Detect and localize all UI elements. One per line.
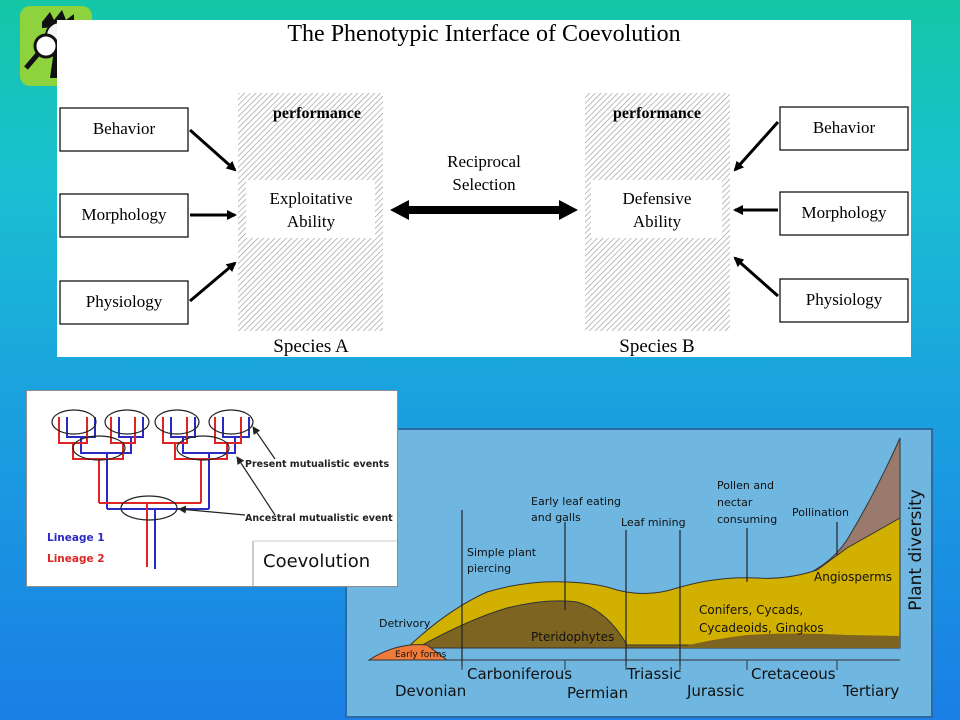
species-b-label: Species B — [619, 336, 694, 357]
label-pteridophytes: Pteridophytes — [531, 630, 614, 644]
plant-diversity-diagram: Simple plant piercing Early leaf eating … — [345, 428, 933, 718]
label-leaf-mining: Leaf mining — [621, 516, 686, 529]
left-input-behavior: Behavior — [93, 119, 156, 138]
period-devonian: Devonian — [395, 682, 466, 700]
right-input-morphology: Morphology — [802, 203, 888, 222]
lineage2-label: Lineage 2 — [47, 553, 105, 565]
coevolution-caption: Coevolution — [263, 551, 370, 572]
lineage1-tree — [66, 417, 250, 569]
label-angiosperms: Angiosperms — [814, 570, 892, 584]
left-input-morphology: Morphology — [82, 205, 168, 224]
defensive-ability-1: Defensive — [623, 189, 692, 208]
label-conifers-1: Conifers, Cycads, — [699, 603, 803, 617]
plant-diversity-label: Plant diversity — [906, 489, 926, 611]
event-lines — [461, 510, 838, 666]
label-early-forms: Early forms — [395, 650, 447, 660]
phenotypic-interface-diagram: The Phenotypic Interface of Coevolution … — [57, 20, 911, 357]
label-pollen-1: Pollen and — [717, 479, 774, 492]
label-pollen-3: consuming — [717, 513, 777, 526]
pointer-arrows — [178, 426, 276, 516]
period-carboniferous: Carboniferous — [467, 665, 572, 683]
performance-label-a: performance — [273, 105, 361, 122]
pteridophytes-area — [415, 600, 901, 649]
defensive-ability-2: Ability — [633, 212, 682, 231]
left-arrows — [189, 128, 237, 303]
exploitative-ability-1: Exploitative — [269, 189, 352, 208]
performance-label-b: performance — [613, 105, 701, 122]
period-ticks — [461, 660, 838, 670]
period-cretaceous: Cretaceous — [751, 665, 836, 683]
double-arrow — [390, 200, 578, 220]
mutualism-phylogeny-diagram: Present mutualistic events Ancestral mut… — [26, 390, 398, 587]
label-detrivory: Detrivory — [379, 617, 431, 630]
right-arrows — [733, 120, 780, 298]
species-a-label: Species A — [273, 336, 349, 357]
period-tertiary: Tertiary — [842, 682, 899, 700]
label-early-leaf-1: Early leaf eating — [531, 495, 621, 508]
label-simple-piercing-1: Simple plant — [467, 546, 537, 559]
mutualism-ellipses — [51, 409, 254, 521]
label-simple-piercing-2: piercing — [467, 562, 511, 575]
present-events-label: Present mutualistic events — [245, 459, 389, 470]
right-inputs: Behavior Morphology Physiology — [779, 106, 909, 323]
right-input-physiology: Physiology — [806, 290, 883, 309]
period-triassic: Triassic — [626, 665, 682, 683]
reciprocal-label-2: Selection — [452, 175, 516, 194]
label-pollination: Pollination — [792, 506, 849, 519]
exploitative-ability-2: Ability — [287, 212, 336, 231]
period-jurassic: Jurassic — [686, 682, 744, 700]
period-permian: Permian — [567, 684, 628, 702]
diagram-title: The Phenotypic Interface of Coevolution — [287, 21, 680, 47]
label-early-leaf-2: and galls — [531, 511, 581, 524]
ancestral-event-label: Ancestral mutualistic event — [245, 513, 393, 524]
lineage1-label: Lineage 1 — [47, 532, 105, 544]
right-input-behavior: Behavior — [813, 118, 876, 137]
left-inputs: Behavior Morphology Physiology — [59, 107, 189, 325]
left-input-physiology: Physiology — [86, 292, 163, 311]
lineage2-tree — [58, 417, 242, 567]
label-pollen-2: nectar — [717, 496, 753, 509]
reciprocal-label-1: Reciprocal — [447, 152, 521, 171]
label-conifers-2: Cycadeoids, Gingkos — [699, 621, 824, 635]
early-forms-area — [367, 644, 449, 661]
